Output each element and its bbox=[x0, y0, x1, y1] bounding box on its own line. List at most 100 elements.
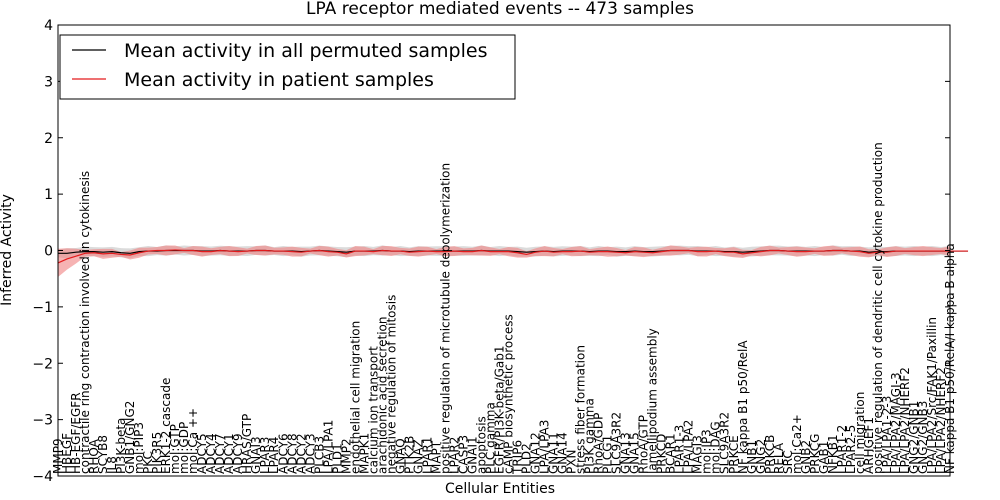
x-tick-label: LPA/LPA2 bbox=[682, 420, 696, 474]
x-tick-label: LPA/LPA2/Src/FAK1/Paxillin bbox=[925, 317, 939, 474]
x-tick-label: ARHGEF1 bbox=[862, 417, 876, 474]
x-tick-label: PXN bbox=[565, 450, 579, 474]
x-tick-label: PKC bbox=[141, 451, 155, 474]
y-tick-label: −1 bbox=[32, 300, 53, 316]
x-tick-label: cell migration bbox=[853, 392, 867, 474]
x-tick-label: MMP2 bbox=[339, 438, 353, 474]
series-line-patient bbox=[57, 249, 969, 264]
x-tick-label: lamellipodium assembly bbox=[646, 328, 660, 474]
x-tick-label: ADCY6 bbox=[276, 433, 290, 474]
x-tick-label: LPAR3 bbox=[258, 437, 272, 474]
x-tick-label: PTK2B bbox=[402, 436, 416, 474]
x-axis-label: Cellular Entities bbox=[445, 481, 555, 497]
x-tick-label: GNG2/GNB1 bbox=[907, 401, 921, 474]
x-tick-label: SCYB8 bbox=[96, 435, 110, 474]
x-tick-label: GNG2 bbox=[754, 439, 768, 474]
x-tick-label: ADCY7 bbox=[213, 433, 227, 474]
x-tick-label: EGFR/PI3K-beta/Gab1 bbox=[492, 345, 506, 474]
x-tick-label: MAPK1 bbox=[357, 433, 371, 474]
x-tick-label: endothelial cell migration bbox=[348, 321, 362, 474]
x-tick-label: LPAR1 bbox=[420, 437, 434, 474]
y-tick-label: 3 bbox=[44, 74, 53, 90]
y-tick-label: −2 bbox=[32, 356, 53, 372]
x-tick-label: RhoA/GDP bbox=[592, 413, 606, 474]
y-tick-label: 4 bbox=[44, 18, 53, 34]
x-tick-label: LPA/LPA1 bbox=[321, 420, 335, 474]
x-tick-label: GNA13 bbox=[619, 432, 633, 474]
legend: Mean activity in all permuted samples Me… bbox=[59, 34, 516, 100]
x-tick-label: arachidonic acid secretion bbox=[375, 317, 389, 474]
x-tick-label: GNA11 bbox=[547, 432, 561, 474]
x-tick-label: HRAS/GTP bbox=[240, 414, 254, 474]
x-tick-label: LPA/LPA2/NHERF2 bbox=[898, 367, 912, 474]
x-tick-label: TRIP6 bbox=[511, 440, 525, 475]
x-tick-label: ADCY1 bbox=[222, 433, 236, 474]
x-tick-label: mol:PIP3 bbox=[132, 422, 146, 474]
x-tick-label: MAGI3 bbox=[691, 435, 705, 474]
patient-variance-band bbox=[58, 245, 950, 277]
y-tick-label: 2 bbox=[44, 131, 53, 147]
x-tick-label: ADCY5 bbox=[195, 433, 209, 474]
y-axis-label: Inferred Activity bbox=[0, 194, 15, 306]
x-tick-label: RHOA bbox=[87, 438, 101, 474]
y-tick-label: −4 bbox=[32, 469, 53, 485]
x-tick-label: calcium ion transport bbox=[366, 346, 380, 474]
x-tick-label: PI3K-beta bbox=[114, 418, 128, 474]
x-tick-label: GNA14 bbox=[556, 432, 570, 474]
x-tick-label: LPA/LPA3 bbox=[538, 420, 552, 474]
x-tick-label: contractile ring contraction involved in… bbox=[78, 171, 92, 474]
x-tick-label: LPA/LPA2/MAGI-3 bbox=[889, 372, 903, 474]
y-tick-label: −3 bbox=[32, 413, 53, 429]
x-tick-label: HBEGF bbox=[60, 433, 74, 474]
x-tick-label: GNA12 bbox=[529, 432, 543, 474]
x-tick-label: ADCY8 bbox=[285, 433, 299, 474]
x-tick-label: BCAR1 bbox=[664, 433, 678, 474]
legend-label-permuted: Mean activity in all permuted samples bbox=[124, 40, 487, 62]
x-tick-label: mol:DAG bbox=[709, 421, 723, 474]
x-tick-label: PLD2 bbox=[520, 443, 534, 474]
x-tick-label: GNB1 bbox=[745, 440, 759, 474]
x-tick-label: HB-EGF/EGFR bbox=[69, 392, 83, 474]
x-tick-label: mol:Ca ++ bbox=[186, 408, 200, 474]
x-tick-label: LPA/LPA2/NHERF2 bbox=[934, 367, 948, 474]
x-tick-label: PRKCB bbox=[763, 435, 777, 474]
x-tick-label: LPA/LPA1-2-3 bbox=[880, 396, 894, 474]
x-tick-label: GNA15 bbox=[628, 432, 642, 474]
x-tick-label: PRKCG bbox=[808, 434, 822, 474]
x-tick-label: NFKB1 bbox=[826, 434, 840, 474]
series-lines bbox=[57, 249, 969, 264]
x-tick-label: GNB1/GNG2 bbox=[123, 401, 137, 474]
x-tick-label: NF kappa B1 p50/RelA bbox=[736, 340, 750, 474]
x-tick-label: GNAQ bbox=[393, 438, 407, 474]
x-tick-label: LPAR4 bbox=[267, 437, 281, 474]
x-tick-label: GNAZ bbox=[411, 439, 425, 474]
x-tick-label: PLC gamma bbox=[483, 402, 497, 474]
x-tick-label: SRC bbox=[781, 450, 795, 474]
x-tick-label: cAMP biosynthetic process bbox=[502, 314, 516, 474]
x-tick-label: RhoA/GTP bbox=[637, 415, 651, 474]
x-tick-label: stress fiber formation bbox=[574, 345, 588, 474]
x-tick-label: PRKCD bbox=[655, 434, 669, 474]
x-tick-label: GAB1 bbox=[817, 441, 831, 474]
legend-box bbox=[59, 34, 516, 100]
x-tick-label: ADCY2 bbox=[294, 433, 308, 474]
x-tick-label: ADCY9 bbox=[231, 433, 245, 474]
x-tick-label: PLCB3 bbox=[312, 436, 326, 474]
x-tick-label: SLC9A3R2 bbox=[610, 412, 624, 474]
y-tick-label: 1 bbox=[44, 187, 53, 203]
x-tick-label: LPAR1-2 bbox=[835, 425, 849, 474]
x-tick-label: PRKCE bbox=[727, 435, 741, 474]
x-tick-label: mol:GDP bbox=[177, 422, 191, 474]
chart-title: LPA receptor mediated events -- 473 samp… bbox=[306, 0, 694, 19]
x-tick-label: ADCY4 bbox=[204, 433, 218, 474]
x-tick-label: PLCG1 bbox=[601, 435, 615, 474]
x-tick-label: PIK3R5 bbox=[150, 432, 164, 474]
x-tick-label: CASP3 bbox=[456, 435, 470, 474]
x-tick-label: GNAI1 bbox=[465, 436, 479, 474]
x-tick-label: RELA bbox=[772, 442, 786, 474]
x-tick-label: GNG2/GNB3 bbox=[916, 401, 930, 474]
x-tick-label: PI3K gamma bbox=[583, 398, 597, 474]
